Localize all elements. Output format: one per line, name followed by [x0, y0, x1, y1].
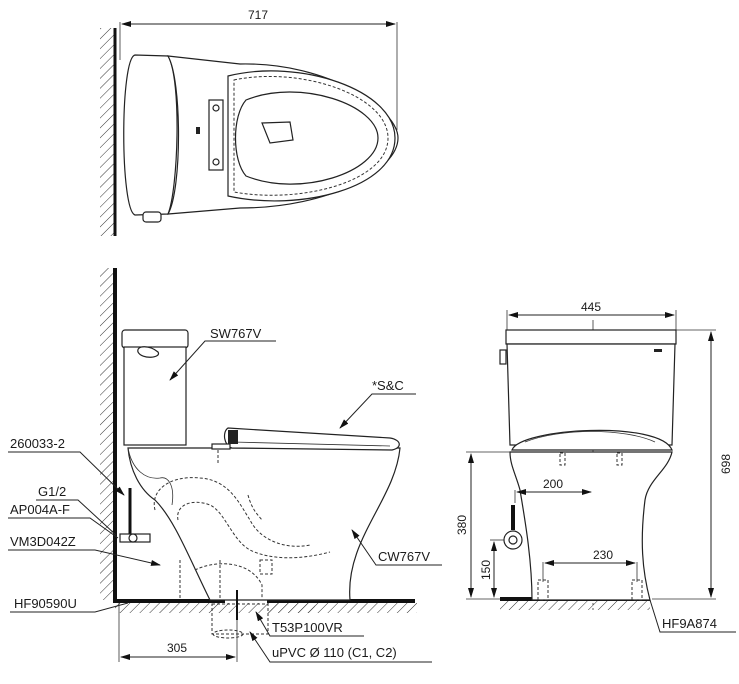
label-valve: AP004A-F — [10, 502, 70, 517]
dim-width: 445 — [581, 300, 601, 314]
top-length-dim: 717 — [248, 8, 268, 22]
front-view: 445 698 380 150 200 230 HF9A874 — [455, 300, 736, 633]
label-tank: SW767V — [210, 326, 262, 341]
label-flange: T53P100VR — [272, 620, 343, 635]
dim-height: 698 — [719, 454, 733, 474]
label-floor-seal: HF90590U — [14, 596, 77, 611]
label-fixing: HF9A874 — [662, 616, 717, 631]
label-hose: 260033-2 — [10, 436, 65, 451]
wall-hatch — [100, 28, 114, 236]
dim-inlet-offset: 200 — [543, 477, 563, 491]
top-view: 717 — [100, 8, 399, 236]
label-trap: VM3D042Z — [10, 534, 76, 549]
label-thread: G1/2 — [38, 484, 66, 499]
dim-bolt-spacing: 230 — [593, 548, 613, 562]
side-view: SW767V *S&C 260033-2 G1/2 AP004A-F VM3D0… — [8, 268, 442, 663]
label-seat: *S&C — [372, 378, 404, 393]
dim-rough-in: 305 — [167, 641, 187, 655]
label-bowl: CW767V — [378, 549, 430, 564]
dim-valve-height: 150 — [479, 560, 493, 580]
dim-inlet-height: 380 — [455, 515, 469, 535]
label-pipe: uPVC Ø 110 (C1, C2) — [272, 645, 397, 660]
